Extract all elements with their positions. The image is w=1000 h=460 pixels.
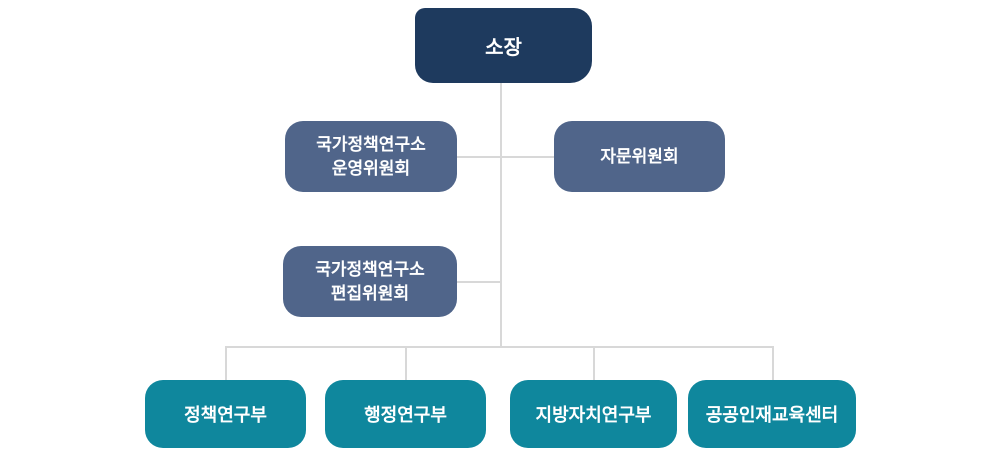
org-node-administrative-research-dept: 행정연구부 (325, 380, 486, 448)
org-node-policy-research-dept-label: 정책연구부 (184, 405, 267, 425)
connector-drop-admin-dept (405, 346, 407, 380)
org-node-local-autonomy-research-dept-label: 지방자치연구부 (535, 405, 652, 425)
org-node-director-label: 소장 (485, 37, 522, 59)
connector-committees-horizontal (457, 156, 554, 158)
connector-editorial-horizontal (457, 281, 502, 283)
org-node-public-hr-education-center: 공공인재교육센터 (688, 380, 856, 448)
connector-drop-policy-dept (225, 346, 227, 380)
org-node-administrative-research-dept-label: 행정연구부 (364, 405, 447, 425)
connector-departments-horizontal (225, 346, 774, 348)
org-node-advisory-committee: 자문위원회 (554, 121, 725, 192)
org-node-public-hr-education-center-label: 공공인재교육센터 (705, 405, 839, 425)
org-node-local-autonomy-research-dept: 지방자치연구부 (510, 380, 677, 448)
org-node-advisory-committee-label: 자문위원회 (600, 146, 679, 166)
org-node-operating-committee-label-line2: 운영위원회 (331, 158, 411, 178)
org-node-editorial-committee-label-line1: 국가정책연구소 (315, 259, 425, 279)
org-node-editorial-committee: 국가정책연구소 편집위원회 (283, 246, 457, 317)
org-node-director: 소장 (415, 8, 592, 83)
connector-drop-local-dept (593, 346, 595, 380)
connector-director-vertical (500, 82, 502, 347)
org-node-editorial-committee-label-line2: 편집위원회 (330, 283, 410, 303)
org-node-operating-committee: 국가정책연구소 운영위원회 (285, 121, 457, 192)
connector-drop-education-center (772, 346, 774, 380)
org-node-policy-research-dept: 정책연구부 (145, 380, 306, 448)
org-node-operating-committee-label-line1: 국가정책연구소 (316, 134, 426, 154)
